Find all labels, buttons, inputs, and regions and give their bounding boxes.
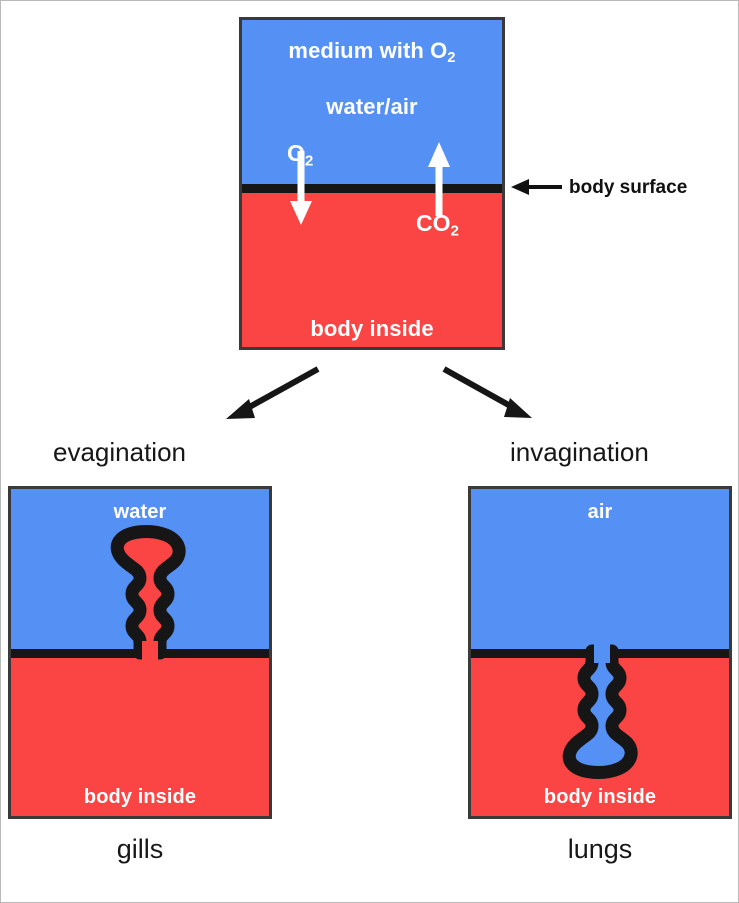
right-panel-lungs: air body inside	[468, 486, 732, 819]
branch-arrow-left	[226, 366, 320, 419]
top-panel-inside-zone	[242, 193, 502, 347]
branch-label-evagination: evagination	[53, 437, 186, 467]
lungs-air-zone	[471, 489, 729, 649]
branch-label-invagination: invagination	[510, 437, 649, 467]
oxygen-label: O2	[287, 140, 314, 170]
gills-water-zone	[11, 489, 269, 649]
body-surface-callout-arrow	[511, 179, 562, 195]
lungs-body-surface-line	[471, 649, 729, 658]
body-surface-callout-label: body surface	[569, 177, 688, 198]
top-panel-medium-zone	[242, 20, 502, 184]
top-panel-body-surface: medium with O2 water/air body inside	[239, 17, 505, 350]
carbon-dioxide-label: CO2	[416, 210, 459, 240]
top-panel-body-surface-line	[242, 184, 502, 193]
gills-inside-zone	[11, 658, 269, 816]
branch-arrow-right	[442, 366, 532, 418]
gills-body-surface-line	[11, 649, 269, 658]
lungs-inside-zone	[471, 658, 729, 816]
caption-lungs: lungs	[567, 834, 633, 864]
caption-gills: gills	[116, 834, 164, 864]
left-panel-gills: water body inside	[8, 486, 272, 819]
